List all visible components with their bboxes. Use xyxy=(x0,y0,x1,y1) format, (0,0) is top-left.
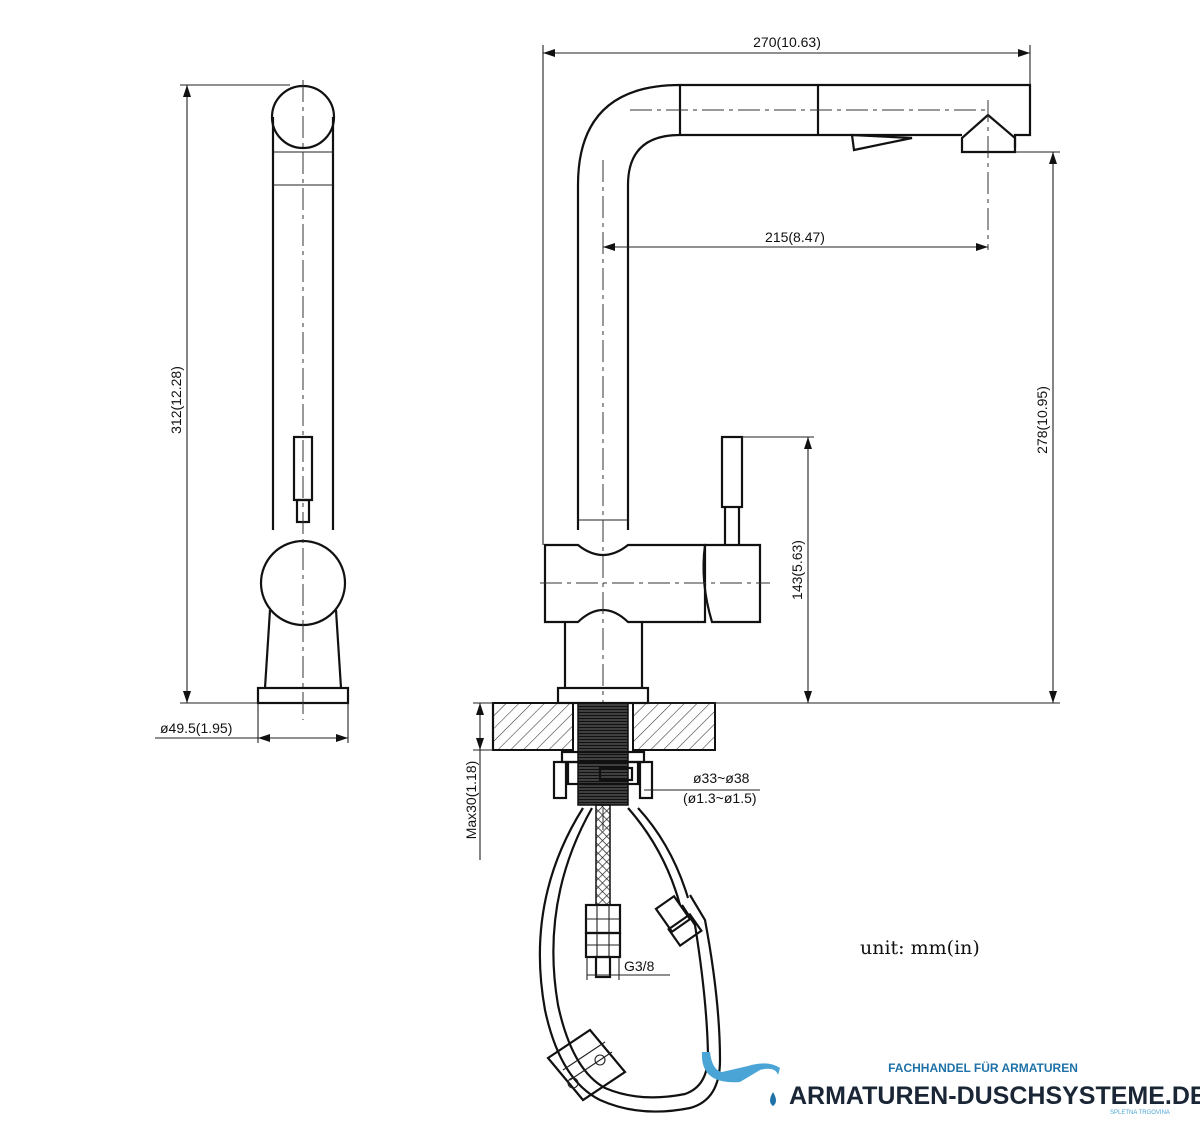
mounting-nut xyxy=(566,760,640,786)
aerator xyxy=(960,113,1017,154)
brand-logo: FACHHANDEL FÜR ARMATUREN ARMATUREN-DUSCH… xyxy=(701,1052,1200,1116)
spout-height-label: 278(10.95) xyxy=(1034,386,1050,454)
spout-inner xyxy=(626,133,962,530)
hole-diameter-mm-label: ø33~ø38 xyxy=(693,770,750,786)
mixer-body xyxy=(543,543,707,624)
hole-diameter-in-label: (ø1.3~ø1.5) xyxy=(683,790,757,806)
logo-name: ARMATUREN-DUSCHSYSTEME.DE xyxy=(789,1082,1200,1110)
threaded-shank xyxy=(577,702,629,806)
stud-left xyxy=(552,760,568,800)
hose-weight xyxy=(546,1028,627,1102)
faucet-logo-icon xyxy=(701,1052,780,1083)
cartridge-cap xyxy=(702,543,762,624)
braided-supply-hose xyxy=(595,804,611,906)
lever-height-label: 143(5.63) xyxy=(789,540,805,600)
spout-reach-label: 215(8.47) xyxy=(765,229,825,245)
logo-sub: SPLETNA TRGOVINA xyxy=(1110,1110,1170,1116)
quick-connector xyxy=(654,894,692,934)
base-diameter-label: ø49.5(1.95) xyxy=(160,720,232,736)
side-view: 312(12.28) ø49.5(1.95) xyxy=(155,80,350,743)
lever-handle-front xyxy=(720,435,744,509)
countertop-left xyxy=(492,702,574,751)
base-body xyxy=(263,609,343,689)
unit-note: unit: mm(in) xyxy=(860,937,980,959)
total-height-label: 312(12.28) xyxy=(168,366,184,434)
overall-width-label: 270(10.63) xyxy=(753,34,821,50)
spout-body xyxy=(271,117,335,530)
outlet-hose xyxy=(627,807,682,906)
countertop-right xyxy=(632,702,716,751)
pull-out-hose-inner xyxy=(552,807,710,1099)
water-drop-icon xyxy=(770,1092,776,1106)
spout-outer xyxy=(576,83,1032,530)
thread-size-label: G3/8 xyxy=(624,958,655,974)
spray-button xyxy=(850,133,913,152)
max-thickness-label: Max30(1.18) xyxy=(463,761,479,840)
front-view: G3/8 270(10.63) 215(8.47) 278(10.95) 143… xyxy=(463,34,1060,1113)
stud-right xyxy=(638,760,654,800)
pull-out-hose-outer xyxy=(538,807,722,1113)
base-column xyxy=(563,622,644,688)
logo-tagline: FACHHANDEL FÜR ARMATUREN xyxy=(888,1060,1078,1075)
